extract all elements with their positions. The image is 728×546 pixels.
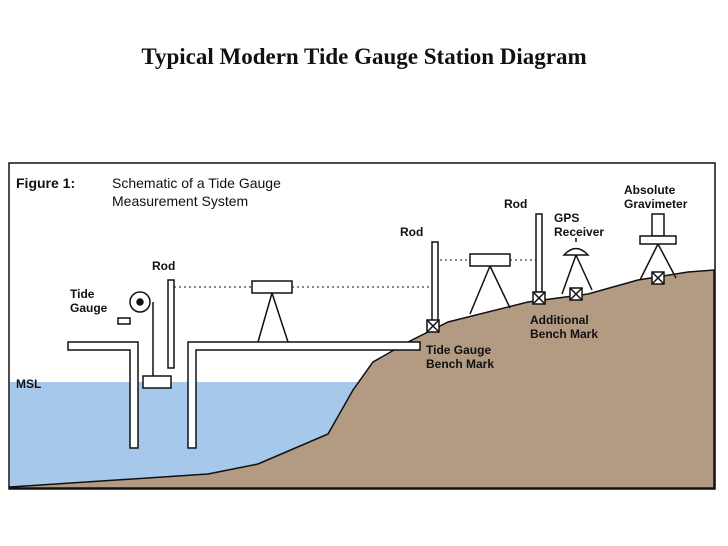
tide-gauge-icon (117, 291, 151, 325)
rod-2-label: Rod (400, 225, 423, 239)
additional-bench-mark-icon (532, 291, 546, 305)
gravimeter-label-line2: Gravimeter (624, 197, 688, 211)
diagram-frame: MSL Tide Gauge Rod Rod Tide Gauge Bench … (8, 162, 716, 490)
land-hill (9, 269, 715, 489)
tide-gauge-label-line2: Gauge (70, 301, 108, 315)
gps-label-line2: Receiver (554, 225, 604, 239)
figure-caption-line2: Measurement System (112, 193, 248, 209)
rod-3-label: Rod (504, 197, 527, 211)
absolute-gravimeter-icon (639, 213, 677, 285)
abm-label-line2: Bench Mark (530, 327, 598, 341)
msl-label: MSL (16, 377, 41, 391)
figure-label: Figure 1: (16, 175, 75, 191)
gravimeter-label-line1: Absolute (624, 183, 676, 197)
tgbm-label-line1: Tide Gauge (426, 343, 491, 357)
tide-gauge-label-line1: Tide (70, 287, 95, 301)
gps-receiver-icon (561, 238, 593, 301)
rod-2 (431, 241, 439, 329)
sea-water (10, 382, 358, 487)
pier-structure (67, 302, 421, 449)
rod-1 (167, 279, 175, 369)
figure-caption-line1: Schematic of a Tide Gauge (112, 175, 281, 191)
tide-gauge-bench-mark-icon (426, 319, 440, 333)
tide-gauge-diagram: MSL Tide Gauge Rod Rod Tide Gauge Bench … (8, 162, 716, 490)
rod-1-label: Rod (152, 259, 175, 273)
page-title: Typical Modern Tide Gauge Station Diagra… (141, 44, 587, 69)
tgbm-label-line2: Bench Mark (426, 357, 494, 371)
rod-3 (535, 213, 543, 293)
gps-label-line1: GPS (554, 211, 579, 225)
abm-label-line1: Additional (530, 313, 589, 327)
